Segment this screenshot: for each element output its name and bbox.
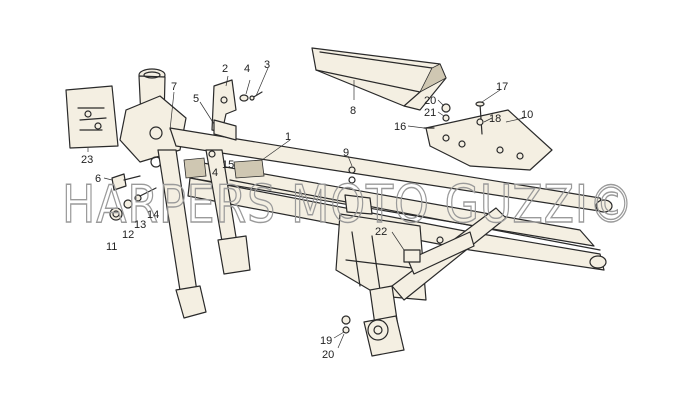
left-fasteners — [109, 173, 157, 221]
callout-8: 8 — [350, 105, 356, 117]
main-frame — [119, 68, 613, 357]
callout-4: 4 — [244, 63, 250, 75]
rear-mounting-plate — [423, 101, 553, 171]
callout-21: 21 — [424, 107, 436, 119]
callout-13: 13 — [134, 219, 146, 231]
callout-11: 11 — [106, 241, 117, 253]
watermark: HARPERS MOTO GUZZI© — [62, 175, 634, 235]
bag-of-fasteners — [65, 85, 119, 149]
callout-14: 14 — [147, 209, 159, 221]
callout-17: 17 — [496, 81, 508, 93]
callout-19: 19 — [320, 335, 332, 347]
callout-3: 3 — [264, 59, 270, 71]
callout-15: 15 — [222, 159, 234, 171]
steering-bracket — [211, 79, 237, 141]
callout-12: 12 — [122, 229, 134, 241]
callout-10: 10 — [521, 109, 533, 121]
callout-labels: 1 2 3 4 5 6 7 8 9 10 11 12 13 14 15 16 1… — [81, 59, 533, 361]
callout-5: 5 — [193, 93, 199, 105]
washer-and-screw-top — [239, 91, 263, 102]
callout-23: 23 — [81, 154, 93, 166]
callout-1: 1 — [285, 131, 291, 143]
callout-9: 9 — [343, 147, 349, 159]
callout-2: 2 — [222, 63, 228, 75]
callout-6: 6 — [95, 173, 101, 185]
callout-4-lower: 4 — [212, 167, 218, 179]
callout-20-top: 20 — [424, 95, 436, 107]
misc-fasteners — [208, 150, 356, 334]
callout-18: 18 — [489, 113, 501, 125]
callout-7: 7 — [171, 81, 177, 93]
callout-22: 22 — [375, 226, 387, 238]
callout-16: 16 — [394, 121, 406, 133]
battery-tray — [311, 47, 447, 111]
callout-20-bottom: 20 — [322, 349, 334, 361]
leader-lines — [87, 67, 525, 349]
